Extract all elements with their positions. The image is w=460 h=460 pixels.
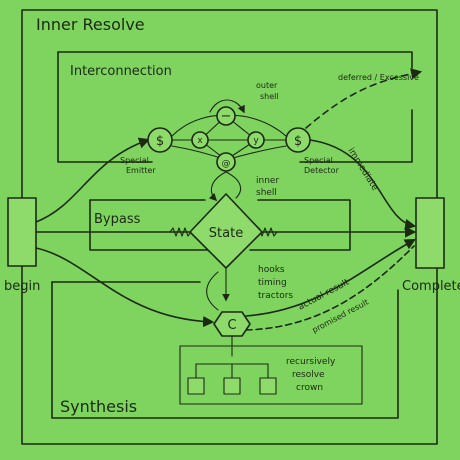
hooks-line2: timing xyxy=(258,278,287,288)
node-y-label: y xyxy=(253,136,259,146)
node-minus-label: − xyxy=(221,109,232,124)
synthesis-region xyxy=(51,281,399,419)
immediate-label: immediate xyxy=(345,146,379,193)
special-emitter-line2: Emitter xyxy=(126,166,156,175)
crown-child-1 xyxy=(187,377,205,395)
hooks-line1: hooks xyxy=(258,265,285,275)
deferred-label: deferred / Excessive xyxy=(338,73,419,82)
outer-shell-line1: outer xyxy=(256,81,278,90)
complete-label: Complete xyxy=(402,279,460,294)
node-x xyxy=(191,131,209,149)
node-at-label: @ xyxy=(222,159,231,169)
interconnection-label: Interconnection xyxy=(70,64,172,79)
begin-label: begin xyxy=(4,279,40,294)
promised-result-label: promised result xyxy=(311,297,370,334)
recursive-subtree xyxy=(179,345,363,405)
begin-block xyxy=(7,197,37,267)
crown-child-2 xyxy=(223,377,241,395)
detector-symbol: $ xyxy=(294,134,302,149)
crown-label: C xyxy=(227,318,236,333)
inner-shell-line2: shell xyxy=(256,188,277,198)
crown-child-3 xyxy=(259,377,277,395)
outer-shell-line2: shell xyxy=(260,92,279,101)
recursive-line3: crown xyxy=(296,383,323,393)
node-at xyxy=(216,152,236,172)
special-detector-node xyxy=(285,127,311,153)
actual-result-label: actual result xyxy=(297,277,352,312)
node-y xyxy=(247,131,265,149)
state-label: State xyxy=(209,226,243,241)
inner-resolve-title: Inner Resolve xyxy=(36,15,145,34)
inner-resolve-frame xyxy=(21,9,438,445)
interconnection-region xyxy=(57,51,413,163)
special-detector-line1: Special xyxy=(304,156,333,165)
bypass-label: Bypass xyxy=(94,212,141,227)
emitter-symbol: $ xyxy=(156,134,164,149)
recursive-line2: resolve xyxy=(292,370,325,380)
flow-lines xyxy=(35,68,423,331)
synthesis-label: Synthesis xyxy=(60,397,137,416)
special-emitter-node xyxy=(147,127,173,153)
crown-node xyxy=(213,311,251,337)
bypass-region xyxy=(89,199,351,251)
special-emitter-line1: Special xyxy=(120,156,149,165)
node-x-label: x xyxy=(197,136,203,146)
recursive-line1: recursively xyxy=(286,357,336,367)
inner-shell-line1: inner xyxy=(256,176,279,186)
node-minus xyxy=(216,106,236,126)
special-detector-line2: Detector xyxy=(304,166,340,175)
complete-block xyxy=(415,197,445,269)
hooks-line3: tractors xyxy=(258,291,293,301)
